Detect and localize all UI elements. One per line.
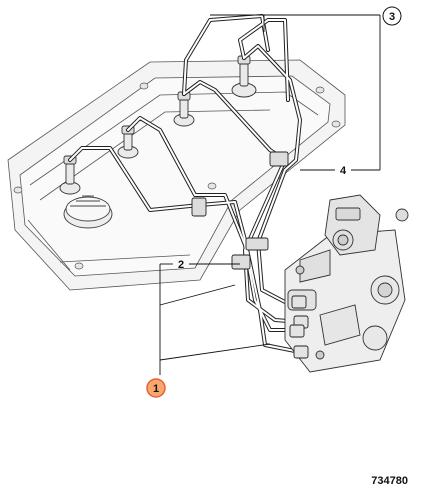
leader-lines [159,14,381,375]
oil-filler-cap [63,195,113,229]
callout-4-label: 4 [340,165,347,177]
injector-2 [117,125,139,159]
fuel-injection-pump [284,194,409,373]
pump-fittings [289,295,309,359]
pipe-clamps [191,151,289,270]
callout-3[interactable]: 3 [382,6,402,26]
callout-2[interactable]: 2 [178,259,184,271]
callout-1-label: 1 [153,383,159,395]
callout-4[interactable]: 4 [340,165,347,177]
cover-bolts [13,82,341,270]
callout-3-label: 3 [389,11,395,23]
callout-1[interactable]: 1 [146,378,166,398]
figure-id: 734780 [371,475,408,487]
callout-2-label: 2 [178,259,184,271]
